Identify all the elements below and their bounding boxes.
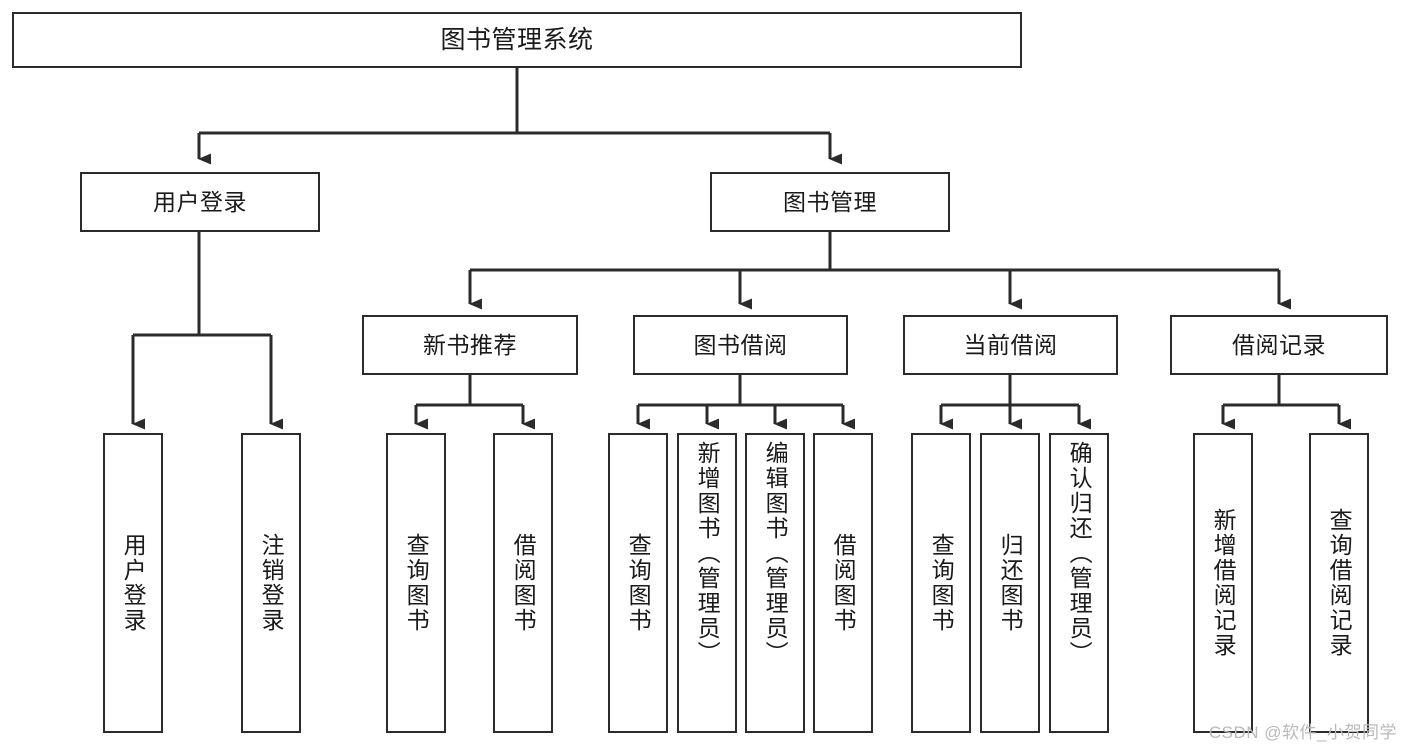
node-leaf-add-book[interactable]: 新增图书（管理员） — [677, 433, 737, 733]
node-book-manage-label: 图书管理 — [783, 188, 877, 215]
node-leaf-borrow-book-borrow[interactable]: 借阅图书 — [813, 433, 873, 733]
node-leaf-borrow-book-recommend[interactable]: 借阅图书 — [493, 433, 553, 733]
node-leaf-confirm-return-label: 确认归还（管理员） — [1066, 441, 1093, 666]
node-new-book-recommend-label: 新书推荐 — [423, 331, 517, 358]
node-borrow-record-label: 借阅记录 — [1232, 331, 1326, 358]
node-leaf-confirm-return[interactable]: 确认归还（管理员） — [1049, 433, 1109, 733]
node-borrow-record[interactable]: 借阅记录 — [1170, 315, 1388, 375]
node-leaf-edit-book[interactable]: 编辑图书（管理员） — [745, 433, 805, 733]
node-leaf-add-borrow-record-label: 新增借阅记录 — [1210, 508, 1237, 658]
node-leaf-borrow-book-recommend-label: 借阅图书 — [510, 533, 537, 633]
node-leaf-edit-book-label: 编辑图书（管理员） — [762, 441, 789, 666]
node-leaf-borrow-book-borrow-label: 借阅图书 — [830, 533, 857, 633]
node-leaf-user-login-label: 用户登录 — [120, 533, 147, 633]
node-leaf-query-borrow-record-label: 查询借阅记录 — [1326, 508, 1353, 658]
node-leaf-add-book-label: 新增图书（管理员） — [694, 441, 721, 666]
node-leaf-query-book-recommend-label: 查询图书 — [403, 533, 430, 633]
node-leaf-query-book-current[interactable]: 查询图书 — [911, 433, 971, 733]
node-new-book-recommend[interactable]: 新书推荐 — [362, 315, 578, 375]
node-leaf-query-book-borrow-label: 查询图书 — [625, 533, 652, 633]
node-current-borrow[interactable]: 当前借阅 — [903, 315, 1118, 375]
node-book-borrow-label: 图书借阅 — [693, 331, 788, 358]
node-leaf-return-book[interactable]: 归还图书 — [980, 433, 1040, 733]
node-root-system[interactable]: 图书管理系统 — [12, 12, 1022, 68]
node-leaf-add-borrow-record[interactable]: 新增借阅记录 — [1193, 433, 1253, 733]
node-leaf-query-borrow-record[interactable]: 查询借阅记录 — [1309, 433, 1369, 733]
node-leaf-user-login[interactable]: 用户登录 — [103, 433, 163, 733]
node-book-borrow[interactable]: 图书借阅 — [633, 315, 848, 375]
node-leaf-query-book-borrow[interactable]: 查询图书 — [608, 433, 668, 733]
node-leaf-logout[interactable]: 注销登录 — [241, 433, 301, 733]
node-user-login-label: 用户登录 — [153, 188, 247, 215]
node-current-borrow-label: 当前借阅 — [963, 331, 1058, 358]
node-user-login[interactable]: 用户登录 — [80, 172, 320, 232]
node-root-system-label: 图书管理系统 — [440, 25, 594, 54]
node-leaf-query-book-current-label: 查询图书 — [928, 533, 955, 633]
node-leaf-return-book-label: 归还图书 — [997, 533, 1024, 633]
node-book-manage[interactable]: 图书管理 — [710, 172, 950, 232]
node-leaf-query-book-recommend[interactable]: 查询图书 — [386, 433, 446, 733]
node-leaf-logout-label: 注销登录 — [258, 533, 285, 633]
